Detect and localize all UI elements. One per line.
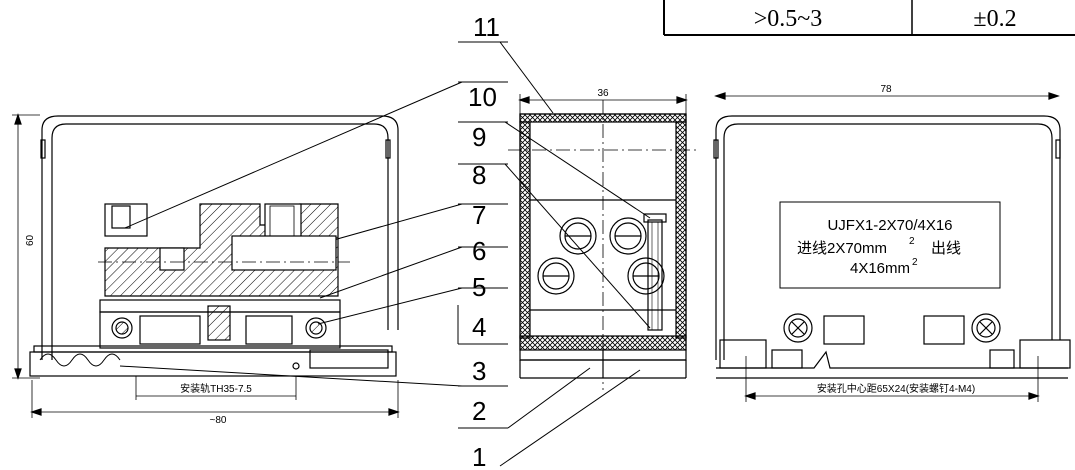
callout-labels: 11 10 9 8 7 6 5	[119, 12, 651, 470]
tolerance-table: >0.5~3 ±0.2	[663, 0, 1075, 36]
middle-section-view	[508, 94, 700, 390]
nameplate-output: 4X16mm	[850, 260, 910, 277]
middle-width-dimension: 36	[597, 88, 609, 99]
svg-text:1: 1	[472, 442, 486, 470]
callout-1: 1	[472, 369, 641, 470]
left-side-view	[12, 113, 400, 418]
svg-text:10: 10	[468, 82, 497, 112]
nameplate-output-sup: 2	[912, 257, 918, 268]
right-width-dimension: 78	[880, 84, 892, 95]
svg-text:9: 9	[472, 122, 486, 152]
height-dimension-label: 60	[25, 234, 36, 246]
callout-11: 11	[458, 12, 554, 114]
svg-text:3: 3	[472, 356, 486, 386]
nameplate-input: 进线2X70mm	[797, 240, 887, 257]
svg-text:7: 7	[472, 200, 486, 230]
rail-label: 安装轨TH35-7.5	[180, 382, 252, 395]
svg-text:5: 5	[472, 272, 486, 302]
callout-6: 6	[319, 236, 508, 299]
svg-text:4: 4	[472, 312, 486, 342]
right-front-view	[713, 92, 1071, 402]
nameplate-output-label: 出线	[931, 240, 961, 257]
table-range-cell: >0.5~3	[754, 6, 823, 32]
callout-4: 4	[457, 305, 508, 345]
callout-5: 5	[317, 272, 508, 325]
svg-text:6: 6	[472, 236, 486, 266]
callout-8: 8	[458, 160, 651, 329]
nameplate-model: UJFX1-2X70/4X16	[827, 217, 952, 234]
svg-text:2: 2	[472, 396, 486, 426]
callout-3: 3	[119, 356, 508, 387]
nameplate-input-sup: 2	[909, 236, 915, 247]
nameplate: UJFX1-2X70/4X16 进线2X70mm 2 出线 4X16mm 2	[797, 217, 961, 277]
svg-text:11: 11	[473, 12, 500, 42]
svg-text:8: 8	[472, 160, 486, 190]
table-tolerance-cell: ±0.2	[973, 6, 1016, 32]
width-dimension-label: ~80	[210, 415, 227, 426]
mounting-hole-label: 安装孔中心距65X24(安装螺钉4-M4)	[817, 382, 975, 395]
callout-10: 10	[124, 81, 508, 229]
